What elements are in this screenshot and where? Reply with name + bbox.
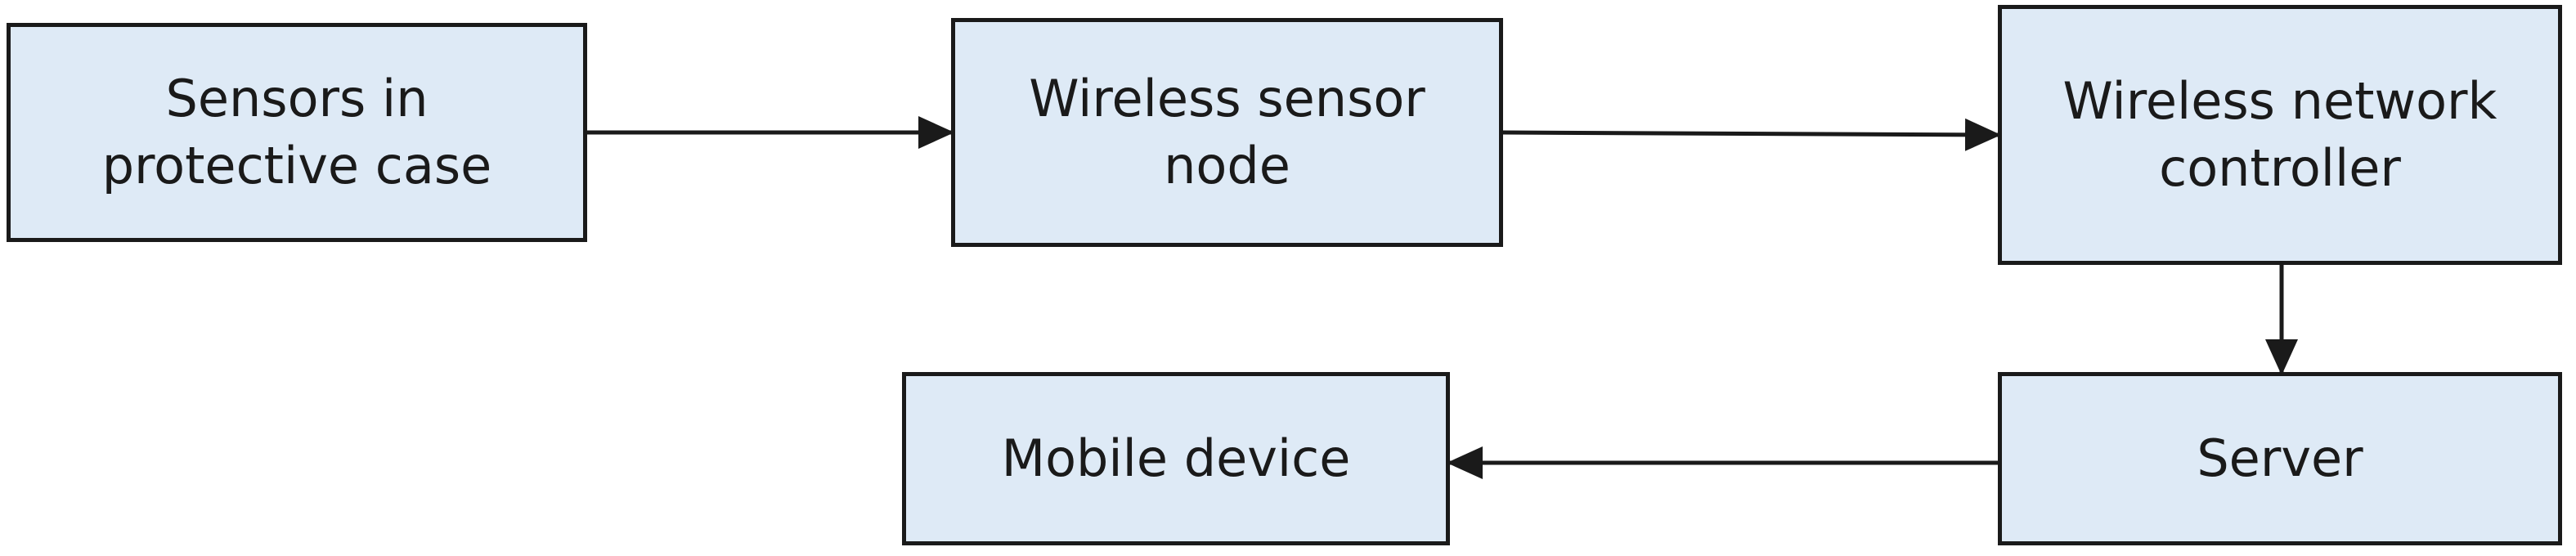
node-label-line: Wireless sensor xyxy=(1029,69,1425,129)
node-sensors-in-protective-case: Sensors in protective case xyxy=(7,23,587,242)
node-label-line: Sensors in xyxy=(165,69,429,129)
node-wireless-network-controller: Wireless network controller xyxy=(1998,5,2562,265)
node-label: Mobile device xyxy=(1001,428,1351,489)
node-label-line: Wireless network xyxy=(2062,71,2497,132)
node-server: Server xyxy=(1998,372,2562,545)
node-label-line: protective case xyxy=(101,136,492,195)
node-wireless-sensor-node: Wireless sensor node xyxy=(951,18,1503,247)
arrow-node-to-controller xyxy=(1502,118,2001,151)
node-label-line: controller xyxy=(2159,138,2401,198)
node-label: Server xyxy=(2197,428,2363,489)
node-mobile-device: Mobile device xyxy=(902,372,1450,545)
node-label-line: node xyxy=(1164,136,1290,195)
